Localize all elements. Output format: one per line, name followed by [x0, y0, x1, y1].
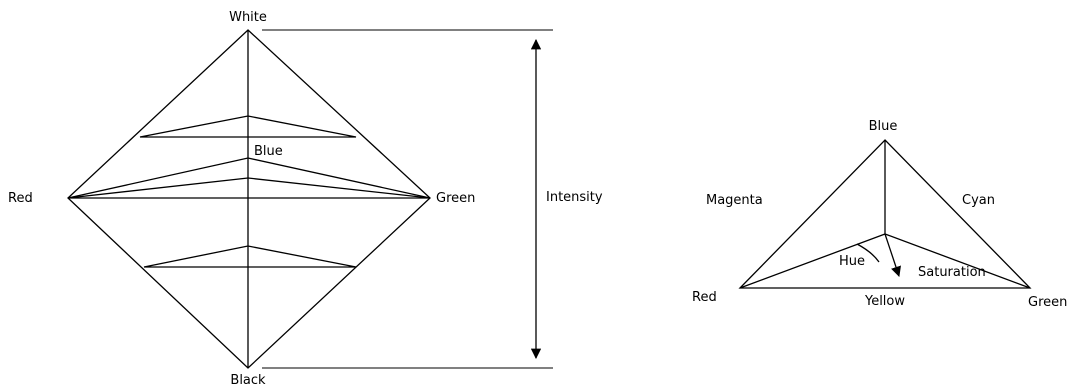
label-cyan: Cyan: [962, 193, 995, 208]
middle-cross-section-back-edge-2: [247, 177, 431, 199]
label-hue: Hue: [839, 254, 865, 269]
label-yellow: Yellow: [864, 294, 905, 309]
label-blue-right: Blue: [869, 119, 898, 134]
intensity-dimension: Intensity: [262, 29, 603, 369]
center-to-red: [739, 233, 886, 289]
hue-angle-arc: [856, 243, 880, 263]
color-triangle-outline: [738, 139, 1032, 289]
label-black: Black: [230, 373, 266, 387]
double-cone-outline: [67, 29, 431, 369]
label-green-right: Green: [1028, 295, 1067, 310]
label-magenta: Magenta: [706, 193, 763, 208]
label-red-right: Red: [692, 290, 717, 305]
label-red-left: Red: [8, 191, 33, 206]
label-intensity: Intensity: [546, 190, 603, 205]
hue-saturation-triangle: Blue Red Green Magenta Cyan Yellow Hue S…: [692, 119, 1067, 310]
middle-cross-section-back-edge: [67, 177, 249, 199]
label-green-left: Green: [436, 191, 475, 206]
center-to-green: [884, 233, 1031, 289]
saturation-arrow: [884, 233, 901, 277]
middle-cross-section: [67, 157, 431, 199]
lower-cross-section: [143, 245, 357, 268]
label-saturation: Saturation: [918, 265, 986, 280]
label-blue-left: Blue: [254, 144, 283, 159]
label-white: White: [229, 10, 267, 25]
hsi-double-cone: White Black Red Green Blue: [8, 10, 475, 387]
